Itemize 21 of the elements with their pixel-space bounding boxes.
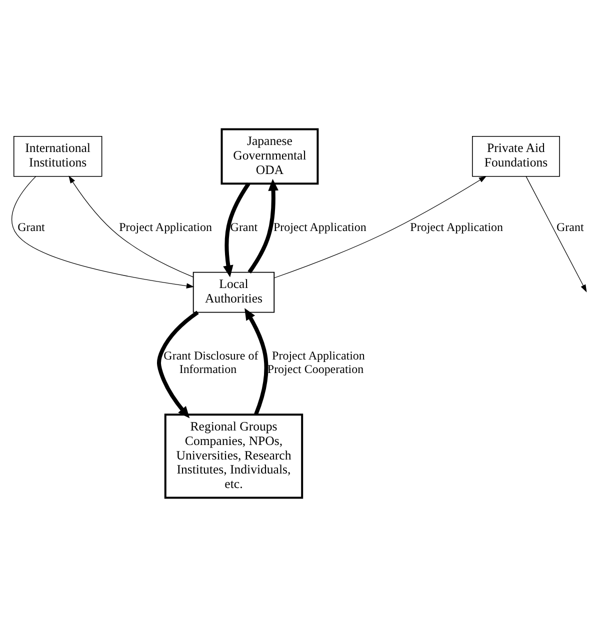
node-box: International Institutions: [13, 136, 102, 177]
node-box: Regional Groups Companies, NPOs, Universities, Research Institutes, Individuals, etc.: [164, 414, 304, 499]
edge-label: Grant Disclosure of Information: [164, 348, 258, 376]
arrow: [68, 176, 194, 278]
arrow: [244, 308, 268, 416]
arrow: [274, 176, 487, 278]
arrow: [248, 178, 278, 274]
edge-label: Grant: [230, 220, 258, 234]
edge-label: Project Application Project Cooperation: [267, 348, 365, 376]
edge-label: Grant: [18, 220, 45, 234]
node-box: Japanese Governmental ODA: [220, 128, 319, 185]
edge-label: Project Application: [119, 220, 212, 234]
node-box: Private Aid Foundations: [472, 136, 560, 177]
arrow: [526, 176, 587, 292]
node-box: Local Authorities: [192, 272, 275, 313]
arrow: [156, 310, 199, 418]
edge-label: Project Application: [273, 220, 366, 234]
arrow: [223, 182, 250, 278]
edge-label: Project Application: [410, 220, 504, 234]
arrow: [11, 176, 194, 289]
edge-label: Grant: [556, 220, 584, 234]
